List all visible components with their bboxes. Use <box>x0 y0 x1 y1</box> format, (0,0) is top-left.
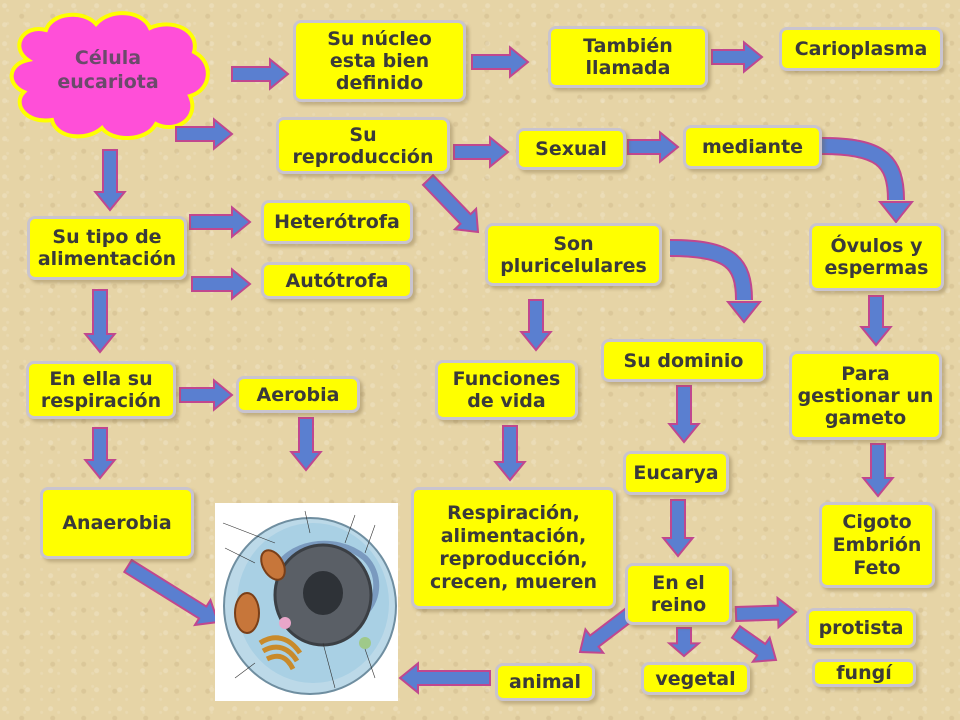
node-pluricelulares: Son pluricelulares <box>485 223 662 286</box>
node-funciones-lista: Respiración, alimentación, reproducción,… <box>411 487 616 609</box>
nucleolus <box>303 571 343 615</box>
arrow-reino-fungi <box>730 624 778 663</box>
arrow-reino-protista <box>734 595 798 630</box>
arrow-pluricelulares-dominio <box>669 241 751 301</box>
lysosome <box>279 617 291 629</box>
node-animal: animal <box>495 663 595 701</box>
node-reino: En el reino <box>625 563 732 625</box>
node-gameto: Para gestionar un gameto <box>789 351 942 440</box>
arrow-reino-vegetal <box>666 627 702 658</box>
arrow-pluricelulares-funciones <box>519 299 553 352</box>
node-tipo-alimentacion: Su tipo de alimentación <box>27 216 187 280</box>
main-title: Célula eucariota <box>57 47 159 93</box>
node-dominio: Su dominio <box>601 339 766 382</box>
arrow-tambien-carioplasma <box>711 40 764 74</box>
arrow-mediante-ovulos-head <box>877 201 915 224</box>
peroxisome <box>359 637 371 649</box>
arrow-reproduccion-pluricelulares <box>421 173 480 234</box>
arrow-ovulos-gameto <box>859 295 893 347</box>
arrow-animal-cell <box>398 661 491 695</box>
golgi-apparatus <box>258 635 303 671</box>
arrow-tipo-respiracion <box>83 289 117 354</box>
arrow-dominio-eucarya <box>667 385 701 444</box>
arrow-anaerobia-cell <box>122 558 220 627</box>
node-fungi: fungí <box>812 659 916 687</box>
animal-cell-illustration <box>215 503 398 701</box>
node-sexual: Sexual <box>516 128 626 170</box>
node-tambien: También llamada <box>548 26 708 88</box>
arrow-aerobia-cell <box>289 417 323 472</box>
cloud-shape <box>9 11 210 141</box>
node-heterotrofa: Heterótrofa <box>261 200 413 244</box>
arrow-respiracion-aerobia <box>179 378 234 412</box>
node-vegetal: vegetal <box>641 662 750 695</box>
arrow-gameto-desarrollo <box>861 443 895 498</box>
node-protista: protista <box>806 608 916 648</box>
node-anaerobia: Anaerobia <box>40 487 194 559</box>
arrow-sexual-mediante <box>627 130 680 164</box>
arrow-funciones-lista <box>493 425 527 482</box>
endoplasmic-reticulum <box>272 540 380 616</box>
node-eucarya: Eucarya <box>623 451 729 495</box>
arrow-pluricelulares-dominio-head <box>725 301 763 324</box>
arrow-tipo-heterotrofa <box>189 205 252 239</box>
mitochondrion-2 <box>260 549 286 581</box>
arrow-eucarya-reino <box>661 499 695 558</box>
node-reproduccion: Su reproducción <box>276 117 450 174</box>
arrow-nucleo-tambien <box>471 45 530 79</box>
node-respiracion: En ella su respiración <box>26 361 176 419</box>
arrow-cloud-tipo <box>93 149 127 212</box>
arrow-cloud-reproduccion <box>175 117 234 151</box>
node-carioplasma: Carioplasma <box>779 27 943 71</box>
node-funciones: Funciones de vida <box>435 360 578 420</box>
arrow-respiracion-anaerobia <box>83 427 117 480</box>
node-autotrofa: Autótrofa <box>261 262 413 299</box>
arrow-cloud-nucleo <box>231 57 290 91</box>
arrow-reproduccion-sexual <box>453 135 510 169</box>
arrow-tipo-autotrofa <box>191 267 252 301</box>
node-nucleo: Su núcleo esta bien definido <box>293 20 466 102</box>
node-desarrollo: Cigoto Embrión Feto <box>819 502 935 588</box>
node-mediante: mediante <box>683 125 822 169</box>
mitochondrion <box>234 592 260 634</box>
node-ovulos: Óvulos y espermas <box>809 223 944 291</box>
node-aerobia: Aerobia <box>236 376 360 413</box>
arrow-mediante-ovulos <box>821 139 903 201</box>
